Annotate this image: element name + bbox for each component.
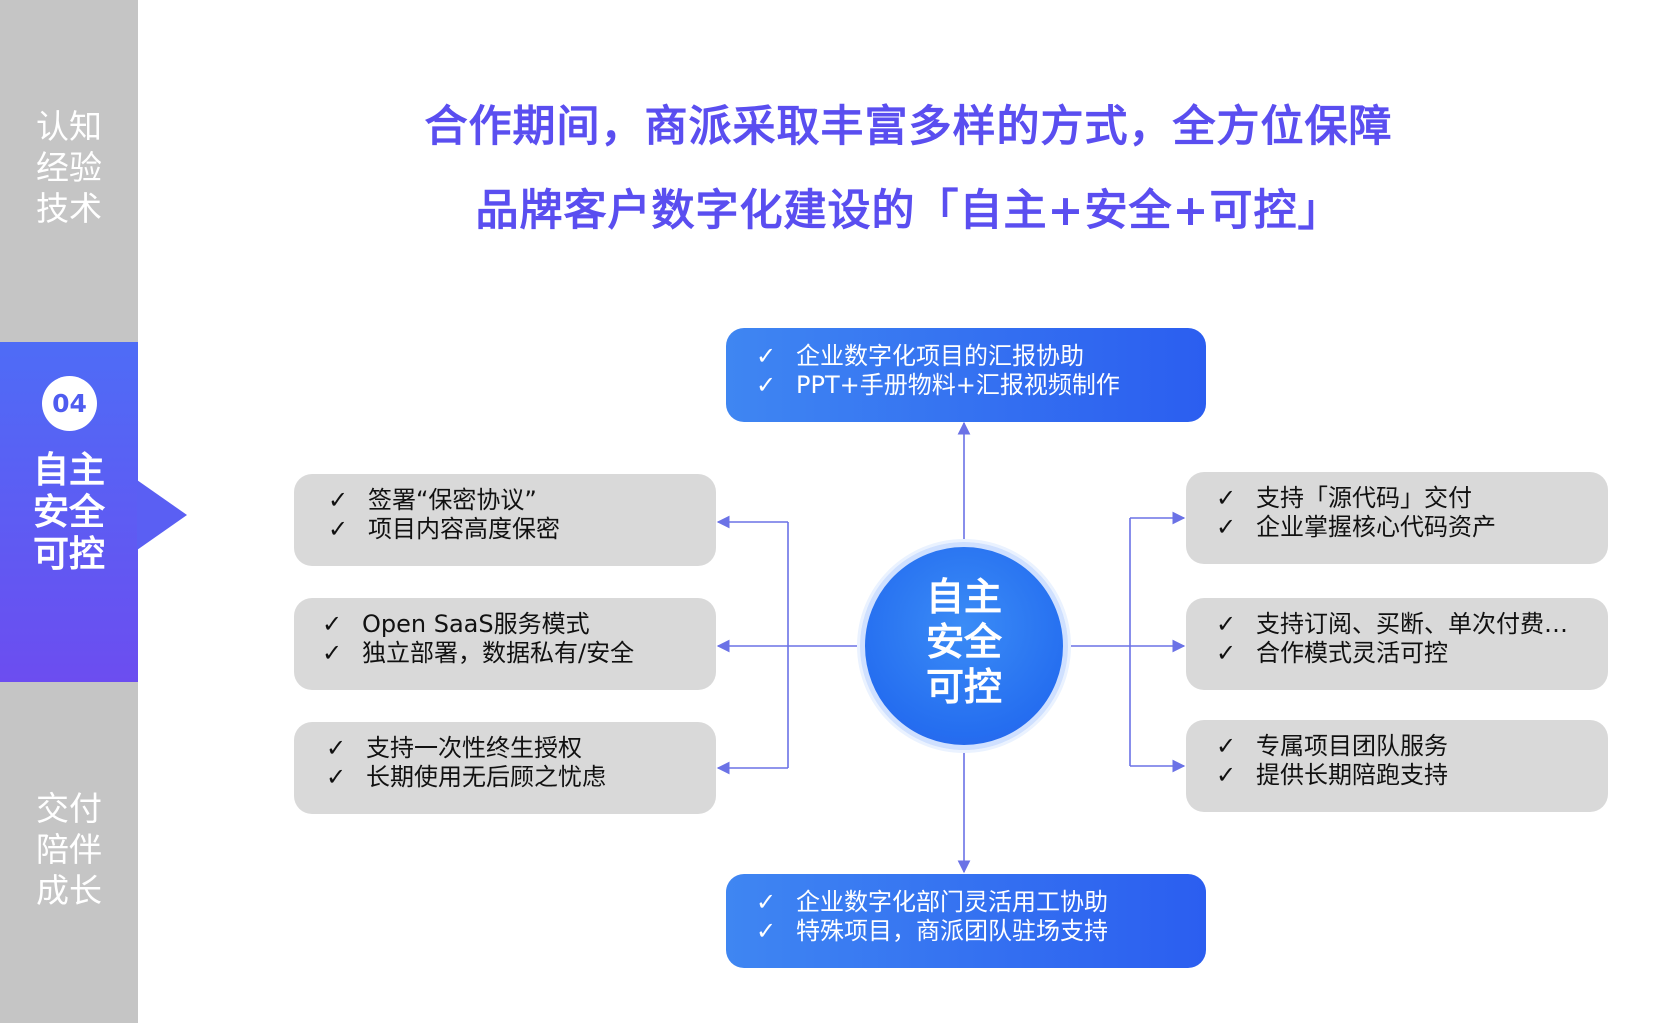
box-line: ✓ Open SaaS服务模式: [322, 610, 716, 639]
sidebar-line: 成长: [36, 871, 102, 910]
check-icon: ✓: [1216, 484, 1237, 512]
box-left-confidentiality: ✓ 签署“保密协议” ✓ 项目内容高度保密: [294, 474, 716, 566]
box-text: PPT+手册物料+汇报视频制作: [796, 371, 1120, 399]
section-number-badge: 04: [42, 376, 97, 431]
box-line: ✓ 支持一次性终生授权: [326, 734, 716, 763]
check-icon: ✓: [328, 515, 349, 543]
sidebar-active-line: 自主: [32, 450, 105, 491]
box-line: ✓ 企业数字化项目的汇报协助: [756, 342, 1206, 371]
box-text: 签署“保密协议”: [368, 486, 537, 514]
box-line: ✓ 支持「源代码」交付: [1216, 484, 1608, 513]
check-icon: ✓: [326, 734, 347, 762]
box-text: 支持订阅、买断、单次付费…: [1256, 610, 1568, 638]
sidebar-active-line: 可控: [32, 534, 105, 575]
sidebar-active-line: 安全: [32, 492, 105, 533]
box-left-license: ✓ 支持一次性终生授权 ✓ 长期使用无后顾之忧虑: [294, 722, 716, 814]
page-title-line-1: 合作期间，商派采取丰富多样的方式，全方位保障: [424, 102, 1393, 152]
box-bottom-staffing: ✓ 企业数字化部门灵活用工协助 ✓ 特殊项目，商派团队驻场支持: [726, 874, 1206, 968]
box-text: 项目内容高度保密: [368, 515, 560, 543]
check-icon: ✓: [326, 763, 347, 791]
box-top-reporting: ✓ 企业数字化项目的汇报协助 ✓ PPT+手册物料+汇报视频制作: [726, 328, 1206, 422]
box-line: ✓ 合作模式灵活可控: [1216, 639, 1608, 668]
box-line: ✓ 支持订阅、买断、单次付费…: [1216, 610, 1608, 639]
box-text: 专属项目团队服务: [1256, 732, 1448, 760]
check-icon: ✓: [756, 917, 777, 945]
box-text: 企业数字化项目的汇报协助: [796, 342, 1084, 370]
sidebar-line: 经验: [36, 148, 102, 187]
sidebar-line: 交付: [36, 789, 102, 828]
check-icon: ✓: [1216, 639, 1237, 667]
check-icon: ✓: [322, 610, 343, 638]
box-text: 合作模式灵活可控: [1256, 639, 1448, 667]
box-text: 企业掌握核心代码资产: [1256, 513, 1496, 541]
box-line: ✓ 专属项目团队服务: [1216, 732, 1608, 761]
active-pointer-arrow-icon: [137, 480, 187, 550]
box-line: ✓ 提供长期陪跑支持: [1216, 761, 1608, 790]
box-line: ✓ 项目内容高度保密: [328, 515, 716, 544]
page-title-line-2: 品牌客户数字化建设的「自主+安全+可控」: [475, 186, 1342, 236]
center-line: 自主: [925, 575, 1002, 619]
box-right-source-code: ✓ 支持「源代码」交付 ✓ 企业掌握核心代码资产: [1186, 472, 1608, 564]
box-line: ✓ 企业掌握核心代码资产: [1216, 513, 1608, 542]
check-icon: ✓: [1216, 761, 1237, 789]
sidebar-section-cognition[interactable]: 认知 经验 技术: [0, 106, 138, 229]
box-text: 特殊项目，商派团队驻场支持: [796, 917, 1108, 945]
box-left-saas: ✓ Open SaaS服务模式 ✓ 独立部署，数据私有/安全: [294, 598, 716, 690]
box-right-team-service: ✓ 专属项目团队服务 ✓ 提供长期陪跑支持: [1186, 720, 1608, 812]
check-icon: ✓: [756, 888, 777, 916]
box-line: ✓ 签署“保密协议”: [328, 486, 716, 515]
check-icon: ✓: [756, 342, 777, 370]
sidebar-active-label: 自主 安全 可控: [0, 450, 138, 576]
sidebar-line: 认知: [36, 107, 102, 146]
box-text: 支持「源代码」交付: [1256, 484, 1472, 512]
box-text: 独立部署，数据私有/安全: [362, 639, 635, 667]
box-line: ✓ PPT+手册物料+汇报视频制作: [756, 371, 1206, 400]
sidebar-section-delivery[interactable]: 交付 陪伴 成长: [0, 788, 138, 911]
check-icon: ✓: [756, 371, 777, 399]
sidebar: 认知 经验 技术 04 自主 安全 可控 交付 陪伴 成长: [0, 0, 138, 1023]
box-line: ✓ 独立部署，数据私有/安全: [322, 639, 716, 668]
box-text: 长期使用无后顾之忧虑: [366, 763, 606, 791]
box-right-payment-models: ✓ 支持订阅、买断、单次付费… ✓ 合作模式灵活可控: [1186, 598, 1608, 690]
sidebar-line: 技术: [36, 189, 102, 228]
check-icon: ✓: [1216, 610, 1237, 638]
box-line: ✓ 特殊项目，商派团队驻场支持: [756, 917, 1206, 946]
box-text: 提供长期陪跑支持: [1256, 761, 1448, 789]
box-text: 支持一次性终生授权: [366, 734, 582, 762]
check-icon: ✓: [322, 639, 343, 667]
check-icon: ✓: [328, 486, 349, 514]
center-line: 安全: [925, 620, 1002, 664]
box-text: Open SaaS服务模式: [362, 610, 590, 638]
sidebar-line: 陪伴: [36, 830, 102, 869]
box-line: ✓ 长期使用无后顾之忧虑: [326, 763, 716, 792]
center-hub-circle: 自主 安全 可控: [860, 542, 1068, 750]
center-line: 可控: [925, 665, 1002, 709]
center-hub-label: 自主 安全 可控: [865, 575, 1063, 710]
check-icon: ✓: [1216, 732, 1237, 760]
box-text: 企业数字化部门灵活用工协助: [796, 888, 1108, 916]
check-icon: ✓: [1216, 513, 1237, 541]
box-line: ✓ 企业数字化部门灵活用工协助: [756, 888, 1206, 917]
